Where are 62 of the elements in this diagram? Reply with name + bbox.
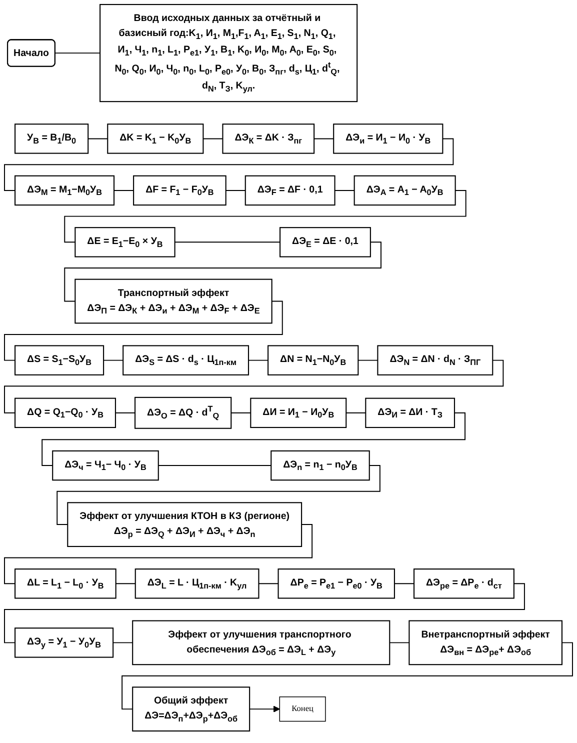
connector	[4, 583, 525, 644]
connector	[54, 52, 101, 54]
connector	[394, 583, 414, 584]
arrow	[249, 706, 280, 712]
node-box: ΔQ = Q$_{1}$−Q$_{0}$ · У$_{В}$	[14, 398, 116, 428]
connector	[56, 465, 380, 526]
connector	[358, 360, 378, 361]
connector	[42, 412, 466, 466]
connector	[122, 642, 573, 710]
node-box: ΔЭ$_{у}$ = У$_{1}$ − У$_{0}$У$_{В}$	[14, 628, 114, 658]
connector	[4, 138, 454, 191]
node-box: ΔP$_{e}$ = P$_{e1}$ − P$_{e0}$ · У$_{В}$	[278, 568, 395, 599]
node-box: ΔЭ$_{L}$ = L · Ц$_{1п-км}$ · K$_{ул}$	[134, 568, 260, 599]
node-box: ΔЭ$_{И}$ = ΔИ · Т$_{З}$	[365, 398, 456, 428]
connector	[225, 190, 246, 191]
node-box: Эффект от улучшения КТОН в КЗ (регионе) ΔЭ$_{р}$ = ΔЭ$_{Q}$ + ΔЭ$_{И}$ + ΔЭ$_{ч}$ + ΔЭ$_{n}$	[67, 502, 302, 547]
node-box: ΔЭ$_{ре}$ = ΔP$_{е}$ · d$_{ст}$	[413, 568, 514, 599]
connector	[4, 524, 313, 584]
node-box: Внетранспортный эффект ΔЭ$_{вн}$ = ΔЭ$_{ре}$+ ΔЭ$_{об}$	[408, 620, 562, 666]
node-box: ΔЭ$_{ч}$ = Ч$_{1}$− Ч$_{0}$ · У$_{В}$	[52, 450, 159, 481]
node-box: Транспортный эффект ΔЭ$_{П}$ = ΔЭ$_{К}$ + ΔЭ$_{и}$ + ΔЭ$_{М}$ + ΔЭ$_{F}$ + ΔЭ$_{E}$	[74, 278, 272, 324]
node-box: Конец	[279, 696, 326, 722]
node-box: ΔЭ$_{и}$ = И$_{1}$ − И$_{0}$ · У$_{В}$	[333, 124, 444, 154]
connector	[88, 138, 108, 140]
node-box: ΔE = E$_{1}$−E$_{0}$ × У$_{В}$	[74, 227, 176, 258]
node-box: ΔS = S$_{1}$−S$_{0}$У$_{В}$	[14, 345, 104, 376]
node-box: Общий эффект ΔЭ=ΔЭ$_{п}$+ΔЭ$_{р}$+ΔЭ$_{об}$	[132, 686, 250, 732]
connector	[115, 583, 136, 584]
node-box: ΔЭ$_{N}$ = ΔN · d$_{N}$ · З$_{ПГ}$	[377, 345, 494, 376]
connector	[112, 642, 134, 644]
node-box: У$_{В}$ = В$_{1}$/В$_{0}$	[14, 124, 89, 154]
node-box: ΔF = F$_{1}$ − F$_{0}$У$_{В}$	[133, 175, 226, 206]
node-box: ΔL = L$_{1}$ − L$_{0}$ · У$_{В}$	[14, 568, 116, 599]
node-box: ΔЭ$_{S}$ = ΔS · d$_{s}$ · Ц$_{1п-км}$	[122, 345, 250, 376]
connector	[4, 360, 504, 414]
node-box: ΔЭ$_{F}$ = ΔF · 0,1	[244, 175, 336, 206]
connector	[64, 190, 466, 243]
connector	[334, 190, 355, 191]
connector	[346, 412, 366, 414]
connector	[114, 412, 136, 414]
node-box: ΔИ = И$_{1}$ − И$_{0}$У$_{В}$	[250, 398, 347, 428]
connector	[158, 465, 272, 466]
connector	[258, 583, 279, 584]
node-box: ΔЭ$_{n}$ = n$_{1}$ − n$_{0}$У$_{В}$	[270, 450, 370, 481]
connector	[64, 242, 382, 302]
connector	[114, 190, 134, 191]
connector	[389, 642, 410, 644]
node-box: ΔЭ$_{А}$ = A$_{1}$ − A$_{0}$У$_{В}$	[354, 175, 456, 206]
node-box: ΔЭ$_{E}$ = ΔE · 0,1	[280, 227, 371, 258]
connector	[230, 412, 252, 414]
connector	[174, 242, 281, 243]
connector	[202, 138, 224, 140]
connector	[248, 360, 268, 361]
node-box: ΔK = K$_{1}$ − K$_{0}$У$_{В}$	[107, 124, 204, 154]
connector	[314, 138, 334, 140]
node-box: ΔЭ$_{М}$ = М$_{1}$−М$_{0}$У$_{В}$	[14, 175, 115, 206]
node-box: Ввод исходных данных за отчётный и базисный год:K$_{1}$, И$_{1}$, М$_{1}$,F$_{1}$, A$_{1}$, E$_{1}$, S$_{1}$, N$_{1}$, Q$_{1}$, И$_{1}$, Ч$_{1}$, n$_{1}$, L$_{1}$, P$_{e1}$, У$_{1}$, B$_{1}$, K$_{0}$, И$_{0}$, M$_{0}$, A$_{0}$, E$_{0}$, S$_{0}$, N$_{0}$, Q$_{0}$, И$_{0}$, Ч$_{0}$, n$_{0}$, L$_{0}$, P$_{e0}$, У$_{0}$, B$_{0}$, З$_{пг}$, d$_{s}$, Ц$_{1}$, d$^{t}$$_{Q}$, d$_{N}$, T$_{З}$, K$_{ул}$.	[100, 4, 358, 102]
node-box: ΔN = N$_{1}$−N$_{0}$У$_{В}$	[268, 345, 359, 376]
connector	[103, 360, 124, 361]
node-box: Эффект от улучшения транспортного обеспечения ΔЭ$_{об}$ = ΔЭ$_{L}$ + ΔЭ$_{у}$	[132, 620, 390, 666]
connector	[4, 300, 283, 361]
node-box: ΔЭ$_{К}$ = ΔK · З$_{пг}$	[222, 124, 315, 154]
